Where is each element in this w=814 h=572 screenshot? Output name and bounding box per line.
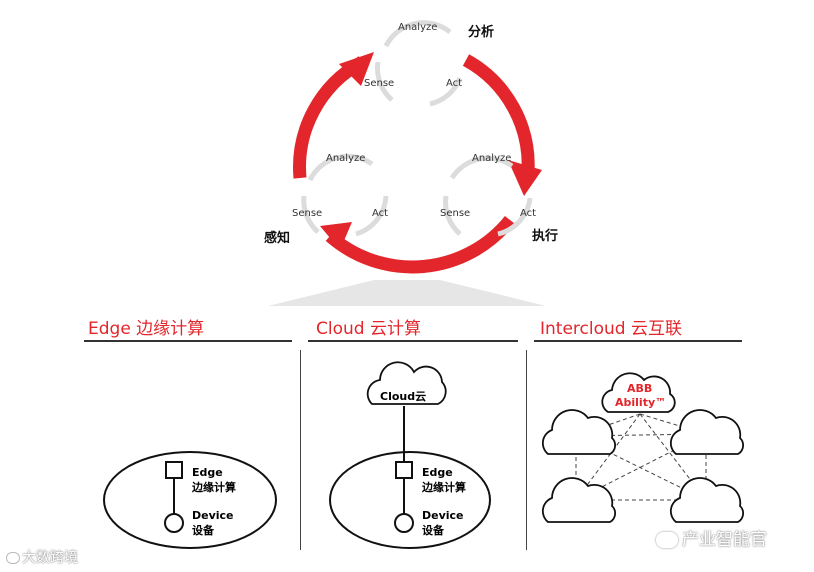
cloud-device-label: Device — [422, 509, 464, 522]
section-underline-cloud — [308, 340, 518, 342]
cloud-ellipse — [329, 451, 491, 549]
right-analyze-label: Analyze — [472, 153, 511, 164]
right-act-label: Act — [520, 208, 536, 219]
intercloud-diagram: ABB Ability™ — [541, 372, 744, 523]
section-underline-intercloud — [534, 340, 742, 342]
red-arc-right — [462, 54, 535, 173]
cloud-edge-cn-label: 边缘计算 — [421, 480, 466, 494]
red-arrowhead-top — [339, 52, 374, 86]
section-title-intercloud: Intercloud 云互联 — [540, 319, 682, 339]
section-title-edge: Edge 边缘计算 — [88, 319, 205, 339]
cloud-node-tr — [669, 409, 744, 455]
separator-right — [526, 350, 527, 550]
stage-fenxi: 分析 — [468, 24, 494, 40]
cloud-node-tl — [541, 409, 616, 455]
cloud-device-node-circle — [394, 513, 414, 533]
red-arrowhead-bottom — [320, 222, 352, 250]
edge-node-square — [165, 461, 183, 479]
watermark-right-text: 产业智能官 — [682, 530, 767, 550]
small-cycle-left — [301, 153, 389, 237]
top-analyze-label: Analyze — [398, 22, 437, 33]
cloud-edge-label: Edge — [422, 466, 453, 479]
edge-diagram: Edge 边缘计算 Device 设备 — [103, 451, 277, 549]
watermark-left-text: 大数跨境 — [22, 550, 78, 566]
small-cycle-top — [375, 20, 463, 107]
stage-ganzhi: 感知 — [264, 230, 290, 246]
section-underline-edge — [84, 340, 292, 342]
device-node-circle — [164, 513, 184, 533]
device-cn-label: 设备 — [192, 523, 215, 537]
cloud-label: Cloud云 — [380, 390, 426, 403]
left-act-label: Act — [372, 208, 388, 219]
device-label: Device — [192, 509, 234, 522]
cloud-diagram: Cloud云 Edge 边缘计算 Device 设备 — [329, 361, 491, 549]
edge-ellipse — [103, 451, 277, 549]
right-sense-label: Sense — [440, 208, 470, 219]
abb-cloud-shape — [601, 372, 676, 413]
small-cycle-right — [443, 155, 533, 237]
red-arc-bottom — [325, 215, 516, 274]
abb-label: ABB — [627, 382, 652, 395]
ability-label: Ability™ — [615, 396, 666, 409]
watermark-right: 产业智能官 — [656, 525, 767, 550]
red-arrowhead-right — [508, 160, 542, 196]
cloud-node-br — [669, 477, 744, 523]
stage-zhixing: 执行 — [532, 228, 558, 244]
top-act-label: Act — [446, 78, 462, 89]
cloud-node-bl — [541, 477, 616, 523]
edge-label: Edge — [192, 466, 223, 479]
separator-left — [300, 350, 301, 550]
cloud-device-cn-label: 设备 — [422, 523, 445, 537]
cloud-shape — [366, 361, 447, 405]
section-title-cloud: Cloud 云计算 — [316, 319, 421, 339]
cycle-diagram: Analyze Sense Act Analyze Sense Act Anal… — [264, 20, 558, 306]
architecture-diagrams: Edge 边缘计算 Device 设备 Cloud云 Edge 边缘计算 Dev… — [103, 361, 744, 549]
projection-wedge — [268, 280, 546, 306]
watermark-left-icon — [6, 552, 20, 564]
watermark-left: 大数跨境 — [6, 547, 78, 567]
edge-cn-label: 边缘计算 — [191, 480, 236, 494]
left-sense-label: Sense — [292, 208, 322, 219]
wechat-icon — [656, 532, 678, 548]
cloud-edge-node-square — [395, 461, 413, 479]
left-analyze-label: Analyze — [326, 153, 365, 164]
top-sense-label: Sense — [364, 78, 394, 89]
